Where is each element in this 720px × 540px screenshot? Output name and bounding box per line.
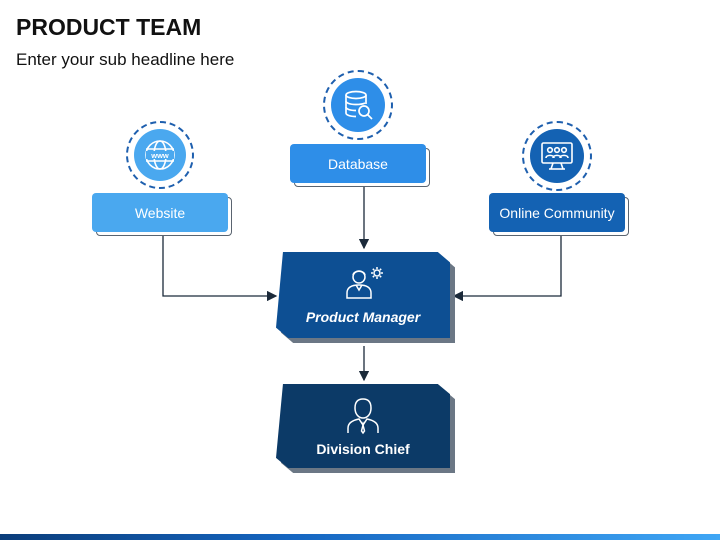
globe-www-icon: www [145,140,175,170]
product-manager-node: Product Manager [276,252,455,343]
database-label: Database [328,155,388,172]
online-community-node: Online Community [489,193,629,236]
website-label: Website [134,204,186,221]
page-subtitle: Enter your sub headline here [16,50,235,69]
connector-website-to-manager [162,236,278,302]
division-chief-node: Division Chief [276,384,455,473]
product-manager-label: Product Manager [305,309,421,325]
website-icon-ring: www [126,121,194,189]
database-search-icon [345,90,373,120]
svg-text:www: www [150,151,169,160]
manager-gear-icon [346,267,383,299]
footer-accent-bar [0,534,720,540]
website-node: Website [92,193,232,236]
database-icon-ring [323,70,393,140]
monitor-people-icon [541,142,573,170]
online-community-label: Online Community [499,204,615,221]
connector-community-to-manager [452,236,562,302]
businessman-icon [347,398,379,435]
division-chief-label: Division Chief [316,441,410,457]
database-node: Database [290,144,430,187]
page-title: PRODUCT TEAM [16,14,202,40]
online-community-icon-ring [522,121,592,191]
